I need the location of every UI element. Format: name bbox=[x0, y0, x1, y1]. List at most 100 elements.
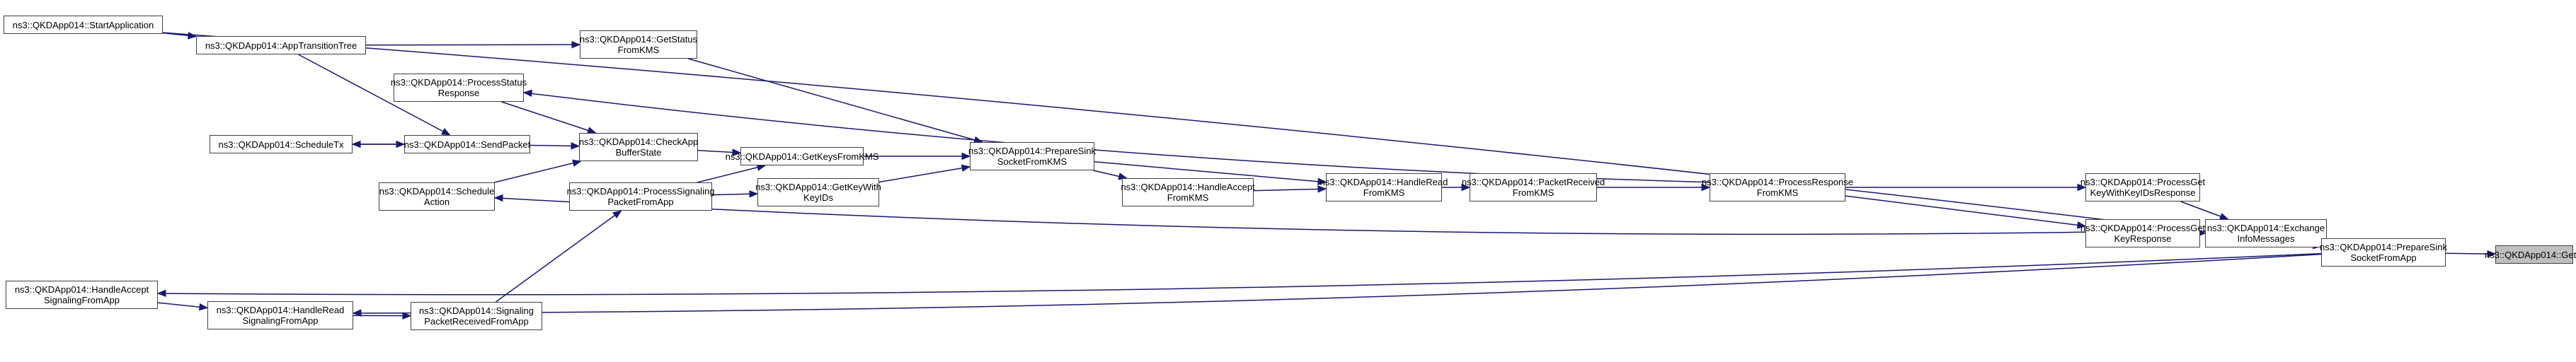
arrowhead-icon bbox=[961, 164, 971, 172]
arrowhead-icon bbox=[1701, 183, 1711, 192]
edge-getstatus-to-prepkms bbox=[688, 58, 983, 143]
arrowhead-icon bbox=[749, 190, 759, 198]
arrowhead-icon bbox=[188, 32, 198, 40]
node-label-line: ns3::QKDApp014::ProcessGet bbox=[2080, 177, 2206, 187]
arrowhead-icon bbox=[199, 303, 209, 311]
node-label-line: KeyIDs bbox=[803, 192, 833, 203]
node-label-line: FromKMS bbox=[1167, 192, 1209, 203]
node-label-line: SocketFromKMS bbox=[997, 156, 1067, 167]
edge-sigpkt-to-procsig bbox=[496, 210, 622, 303]
edge-prepkms-to-read_kms bbox=[1094, 161, 1327, 183]
arrowhead-icon bbox=[961, 152, 971, 160]
arrowhead-icon bbox=[732, 148, 742, 156]
node-label-line: ns3::QKDApp014::PacketReceived bbox=[1461, 177, 1605, 187]
arrowhead-icon bbox=[572, 159, 582, 167]
node-getkeys[interactable]: ns3::QKDApp014::GetKeysFromKMS bbox=[726, 147, 878, 165]
node-label-line: ns3::QKDApp014::CheckApp bbox=[578, 136, 699, 147]
node-label-line: ns3::QKDApp014::ProcessStatus bbox=[390, 77, 527, 88]
arrowhead-icon bbox=[352, 309, 362, 317]
node-label-line: BufferState bbox=[615, 147, 662, 158]
arrowhead-icon bbox=[440, 127, 451, 136]
node-label-line: ns3::QKDApp014::Signaling bbox=[419, 305, 534, 316]
edge-prepapp-to-getid bbox=[2445, 252, 2496, 255]
arrowhead-icon bbox=[1461, 183, 1471, 192]
arrowhead-icon bbox=[522, 89, 532, 98]
edge-apptree-to-sendpacket bbox=[298, 54, 450, 136]
edge-procstatus-to-checkbuf bbox=[501, 101, 596, 134]
edge-getkeywith-to-prepkms bbox=[878, 166, 971, 183]
edge-procgetkey-to-schedaction bbox=[494, 197, 2086, 235]
node-label-line: ns3::QKDApp014::ProcessSignaling bbox=[566, 186, 715, 197]
arrowhead-icon bbox=[612, 210, 622, 219]
node-label-line: ns3::QKDApp014::ProcessResponse bbox=[1702, 177, 1853, 187]
node-label-line: ns3::QKDApp014::ScheduleTx bbox=[218, 139, 344, 150]
node-label-line: SignalingFromApp bbox=[44, 295, 120, 305]
node-label-line: SignalingFromApp bbox=[242, 315, 319, 326]
node-label-line: FromKMS bbox=[617, 45, 660, 55]
node-label-line: InfoMessages bbox=[2237, 233, 2295, 244]
node-start[interactable]: ns3::QKDApp014::StartApplication bbox=[4, 16, 163, 34]
node-label-line: ns3::QKDApp014::AppTransitionTree bbox=[205, 40, 357, 51]
arrowhead-icon bbox=[351, 140, 361, 148]
arrowhead-icon bbox=[1317, 177, 1327, 185]
node-schedtx[interactable]: ns3::QKDApp014::ScheduleTx bbox=[210, 135, 353, 153]
edge-accept_kms-to-read_kms bbox=[1253, 188, 1327, 192]
arrowhead-icon bbox=[402, 312, 412, 320]
node-label-line: SocketFromApp bbox=[2350, 252, 2417, 263]
arrowhead-icon bbox=[2077, 183, 2087, 192]
node-label-line: ns3::QKDApp014::GetId bbox=[2484, 249, 2576, 260]
edge-procgetkeywith-to-exchange bbox=[2180, 201, 2228, 220]
node-label-line: ns3::QKDApp014::GetStatus bbox=[579, 34, 698, 45]
edge-procresp-to-procstatus bbox=[523, 92, 1710, 183]
node-label-line: ns3::QKDApp014::PrepareSink bbox=[968, 146, 1096, 156]
arrowhead-icon bbox=[571, 142, 580, 150]
node-label-line: FromKMS bbox=[1363, 187, 1405, 198]
node-label-line: ns3::QKDApp014::HandleAccept bbox=[1121, 182, 1255, 192]
arrowhead-icon bbox=[2487, 250, 2497, 258]
arrowhead-icon bbox=[571, 40, 581, 49]
edge-prepapp-to-read_sig bbox=[353, 253, 2322, 314]
edge-prepapp-to-accept_sig bbox=[157, 252, 2322, 296]
node-label-line: ns3::QKDApp014::StartApplication bbox=[12, 19, 154, 30]
node-label-line: ns3::QKDApp014::HandleRead bbox=[1320, 177, 1448, 187]
edge-procresp-to-procgetkey bbox=[1845, 195, 2086, 227]
node-label-line: Response bbox=[437, 88, 480, 98]
edge-sendpacket-to-checkbuf bbox=[529, 144, 580, 147]
node-apptree[interactable]: ns3::QKDApp014::AppTransitionTree bbox=[196, 36, 366, 54]
node-label-line: ns3::QKDApp014::Exchange bbox=[2206, 223, 2325, 233]
arrowhead-icon bbox=[1317, 185, 1327, 193]
edge-procsig-to-getkeys bbox=[697, 165, 766, 183]
edge-start-to-prepapp bbox=[162, 32, 2322, 247]
arrowhead-icon bbox=[493, 194, 503, 202]
node-label-line: ns3::QKDApp014::SendPacket bbox=[403, 139, 531, 150]
edge-accept_sig-to-read_sig bbox=[157, 302, 208, 309]
node-label-line: KeyResponse bbox=[2114, 233, 2172, 244]
node-getid: ns3::QKDApp014::GetId bbox=[2485, 245, 2576, 264]
node-label-line: PacketReceivedFromApp bbox=[424, 316, 529, 327]
node-sendpacket[interactable]: ns3::QKDApp014::SendPacket bbox=[404, 135, 530, 153]
node-label-line: ns3::QKDApp014::GetKeyWith bbox=[755, 182, 881, 192]
node-label-line: ns3::QKDApp014::HandleAccept bbox=[14, 284, 149, 295]
arrowhead-icon bbox=[156, 289, 166, 298]
arrowhead-icon bbox=[2076, 221, 2087, 229]
